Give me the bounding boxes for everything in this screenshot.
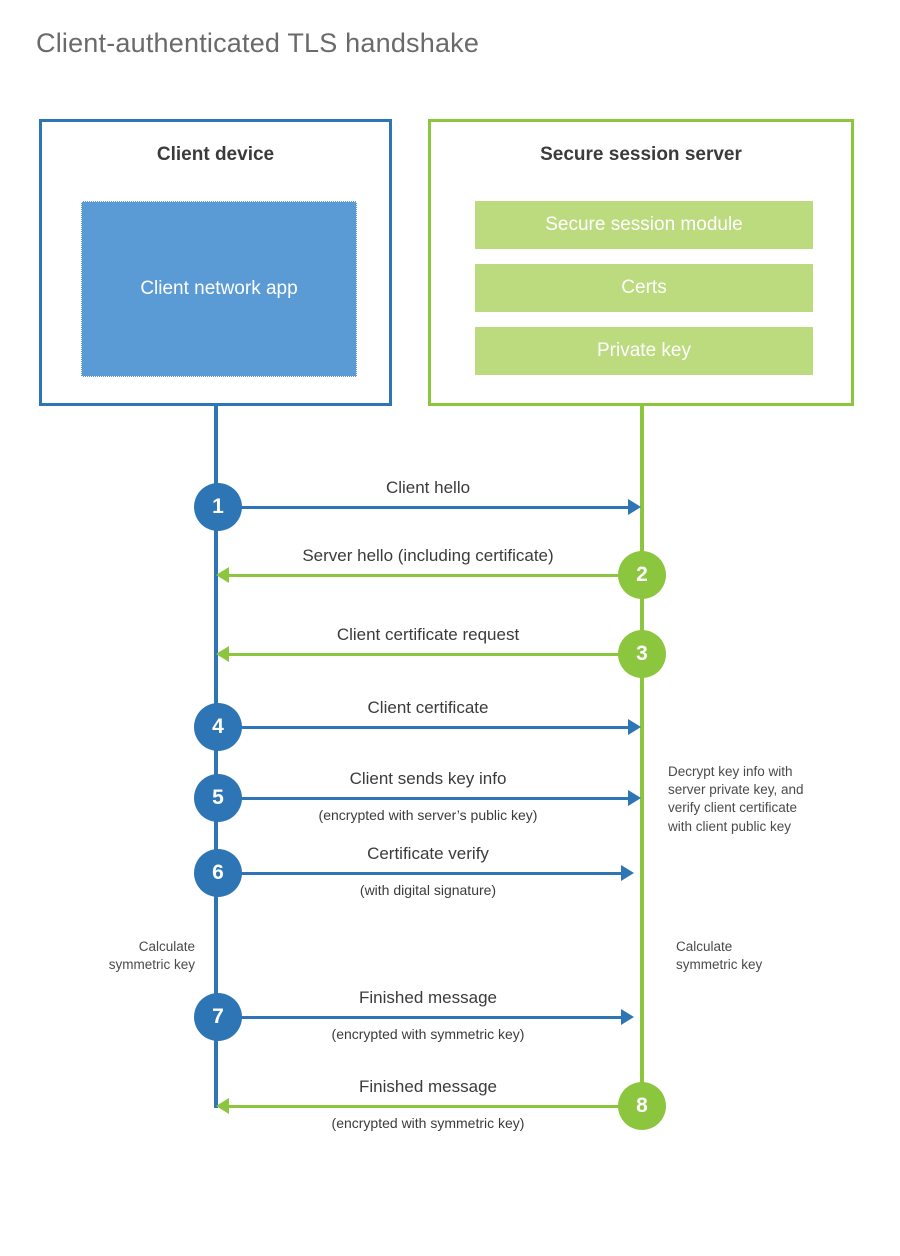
message-sublabel-7: (encrypted with symmetric key) (331, 1026, 525, 1042)
message-arrow-line-7 (216, 1016, 621, 1019)
client-calculate-symmetric-key-annotation: Calculate symmetric key (108, 939, 195, 973)
message-arrow-line-8 (229, 1105, 638, 1108)
message-label-4: Client certificate (367, 698, 489, 717)
message-label-3: Client certificate request (336, 625, 520, 644)
message-label-8: Finished message (359, 1077, 497, 1096)
message-arrow-line-4 (216, 726, 628, 729)
server-decrypt-annotation: Decrypt key info with server private key… (668, 764, 804, 834)
message-arrow-line-1 (216, 506, 628, 509)
step-circle-7[interactable]: 7 (194, 993, 242, 1041)
secure-session-server-title: Secure session server (540, 144, 742, 165)
message-arrow-line-5 (216, 797, 628, 800)
step-circle-6[interactable]: 6 (194, 849, 242, 897)
server-lifeline (640, 404, 644, 1108)
message-arrow-line-3 (229, 653, 638, 656)
step-circle-8[interactable]: 8 (618, 1082, 666, 1130)
step-circle-4[interactable]: 4 (194, 703, 242, 751)
step-circle-3[interactable]: 3 (618, 630, 666, 678)
secure-session-server-box: Secure session server Secure session mod… (428, 119, 854, 406)
message-label-5: Client sends key info (349, 769, 507, 788)
message-sublabel-5: (encrypted with server’s public key) (318, 807, 538, 823)
arrow-head-right-icon (628, 790, 641, 806)
message-arrow-line-6 (216, 872, 621, 875)
client-device-title: Client device (156, 144, 275, 165)
arrow-head-left-icon (216, 1098, 229, 1114)
client-lifeline (214, 404, 218, 1108)
message-arrow-line-2 (229, 574, 638, 577)
message-label-7: Finished message (359, 988, 497, 1007)
arrow-head-right-icon (621, 1009, 634, 1025)
arrow-head-left-icon (216, 567, 229, 583)
arrow-head-right-icon (628, 499, 641, 515)
server-component-certs: Certs (475, 264, 813, 312)
arrow-head-right-icon (628, 719, 641, 735)
message-label-2: Server hello (including certificate) (302, 546, 554, 565)
message-label-6: Certificate verify (367, 844, 489, 863)
arrow-head-left-icon (216, 646, 229, 662)
page-title: Client-authenticated TLS handshake (36, 28, 480, 58)
message-label-1: Client hello (385, 478, 471, 497)
step-circle-5[interactable]: 5 (194, 774, 242, 822)
step-circle-1[interactable]: 1 (194, 483, 242, 531)
client-network-app-block: Client network app (81, 201, 357, 377)
server-component-secure-session-module: Secure session module (475, 201, 813, 249)
server-component-private-key: Private key (475, 327, 813, 375)
client-device-box: Client device Client network app (39, 119, 392, 406)
message-sublabel-8: (encrypted with symmetric key) (331, 1115, 525, 1131)
step-circle-2[interactable]: 2 (618, 551, 666, 599)
message-sublabel-6: (with digital signature) (359, 882, 497, 898)
server-calculate-symmetric-key-annotation: Calculate symmetric key (676, 939, 763, 973)
arrow-head-right-icon (621, 865, 634, 881)
